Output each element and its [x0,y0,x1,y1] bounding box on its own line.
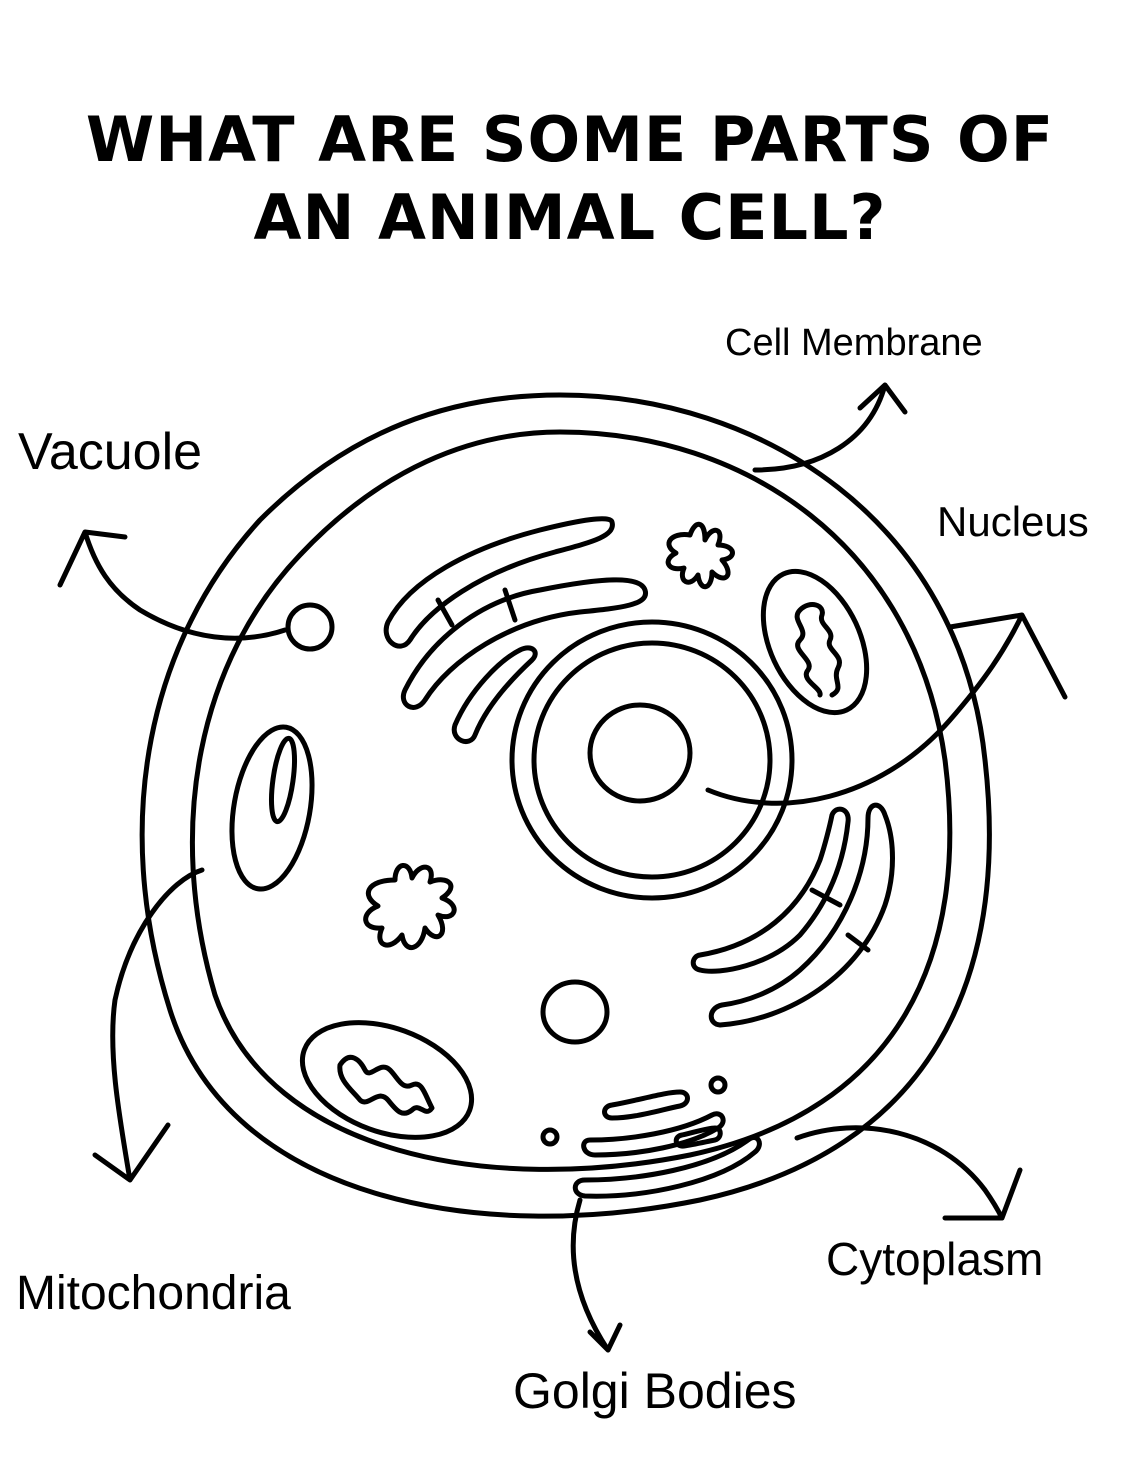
vacuole-large-outer [229,724,315,892]
golgi-cisterna-3 [572,1135,762,1199]
mitochondrion-upper-right-cristae [794,602,842,698]
cell-membrane-arrow [752,382,908,473]
nucleolus [587,702,693,804]
golgi-cisterna-1 [602,1089,690,1121]
cytoplasm-arrow [794,1125,1023,1221]
endoplasmic-reticulum-upper-link-1 [435,597,455,628]
centrosome-lower [363,863,457,950]
mitochondrion-lower-left-cristae [337,1054,435,1116]
mitochondrion-upper-right [760,568,870,716]
vacuole-arrow [57,529,288,641]
cytoplasm-label: Cytoplasm [826,1233,1044,1285]
mitochondria-label: Mitochondria [16,1267,291,1320]
golgi-cisterna-2 [581,1111,726,1158]
endoplasmic-reticulum-upper-link-2 [502,587,518,623]
centrosome-upper [665,521,735,590]
endoplasmic-reticulum-right-link-1 [809,887,843,908]
worksheet-title-line-1: WHAT ARE SOME PARTS OF [85,103,1055,176]
worksheet-title-line-2: AN ANIMAL CELL? [253,181,887,254]
endoplasmic-reticulum-upper-inner [451,645,538,744]
golgi-bodies-label: Golgi Bodies [513,1363,797,1419]
nucleus-arrow [705,612,1068,806]
mitochondrion-lower-left [299,1020,475,1140]
vacuole-label: Vacuole [18,423,203,481]
vacuole-large-inner [269,735,297,825]
vesicle-1 [708,1075,728,1095]
nuclear-envelope-inner [531,640,773,880]
endoplasmic-reticulum-upper-middle [400,577,648,710]
vesicle-2 [540,1127,560,1147]
endoplasmic-reticulum-right-1 [690,806,851,974]
endoplasmic-reticulum-right-2 [708,802,895,1028]
nuclear-envelope-outer [509,619,795,901]
endoplasmic-reticulum-right-link-2 [845,932,871,953]
cell-membrane-label: Cell Membrane [725,322,983,364]
cell-membrane-inner [189,429,953,1172]
vacuole-small [285,602,335,652]
golgi-vesicle [673,1125,723,1149]
endoplasmic-reticulum-upper-outer [383,516,615,649]
nucleus-label: Nucleus [937,498,1089,545]
vacuole-lower [540,979,610,1045]
mitochondria-arrow [92,867,205,1183]
cell-membrane-outer [139,392,992,1219]
golgi-bodies-arrow [570,1197,623,1353]
